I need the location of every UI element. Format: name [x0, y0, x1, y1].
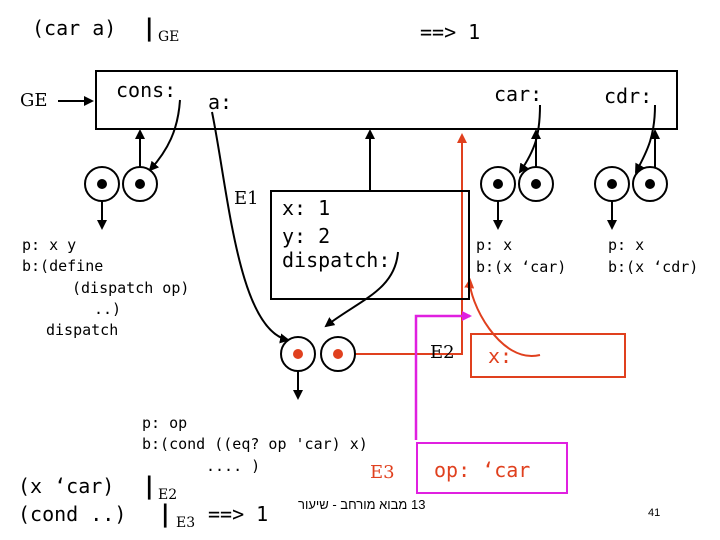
dispatch-params: p: op: [142, 414, 188, 432]
car-body: b:(x ‘car): [476, 258, 567, 276]
footer-line1-expression: (x ‘car): [18, 474, 115, 498]
cons-body-line-2: (dispatch op): [72, 279, 190, 297]
dispatch-body-line-2: .... ): [206, 457, 261, 475]
footer-line2-expression: (cond ..): [18, 502, 127, 526]
header-env: GE: [158, 29, 180, 45]
cons-body-line-4: dispatch: [46, 321, 119, 339]
e1-frame: [270, 190, 470, 300]
footer-course-title: 13 מבוא מורחב - שיעור: [298, 497, 426, 512]
ge-binding-cons: cons:: [116, 78, 177, 102]
e1-binding-y: y: 2: [282, 224, 331, 248]
ge-binding-car: car:: [494, 82, 543, 106]
car-params: p: x: [476, 236, 513, 254]
e3-label: E3: [370, 462, 395, 483]
e1-label: E1: [234, 188, 259, 209]
footer-line1-bar: |: [142, 472, 157, 500]
a-binding-arrow: [211, 111, 290, 344]
ge-label: GE: [20, 90, 48, 111]
header-expression: (car a): [32, 16, 117, 40]
ge-binding-cdr: cdr:: [604, 84, 653, 108]
cdr-params: p: x: [608, 236, 645, 254]
footer-line2-env: E3: [176, 515, 196, 531]
e3-binding-op: op: ‘car: [434, 458, 531, 482]
cdr-body: b:(x ‘cdr): [608, 258, 699, 276]
e3-frame: [416, 442, 568, 494]
e2-frame: [470, 333, 626, 378]
header-bar: |: [142, 14, 157, 42]
header-result: ==> 1: [420, 20, 481, 44]
dispatch-binding-arrow: [324, 251, 399, 328]
e2-label: E2: [430, 342, 455, 363]
cons-body-line-3: ..): [94, 300, 122, 318]
ge-binding-a: a:: [208, 90, 233, 114]
dispatch-body-line-1: b:(cond ((eq? op 'car) x): [142, 435, 368, 453]
e3-env-pointer: [414, 311, 472, 440]
footer-line2-bar: |: [158, 500, 173, 528]
e2-binding-x: x:: [488, 344, 513, 368]
footer-page-number: 41: [648, 507, 661, 519]
cons-body-line-1: b:(define: [22, 257, 104, 275]
e2-x-arrow: [464, 278, 541, 358]
dispatch-env-pointer: [340, 133, 467, 355]
e1-binding-dispatch: dispatch:: [282, 248, 391, 272]
global-env-frame: [95, 70, 678, 130]
cons-binding-arrow: [148, 99, 181, 172]
cons-params: p: x y: [22, 236, 77, 254]
footer-line2-result: ==> 1: [208, 502, 269, 526]
footer-line1-env: E2: [158, 487, 178, 503]
e1-binding-x: x: 1: [282, 196, 331, 220]
